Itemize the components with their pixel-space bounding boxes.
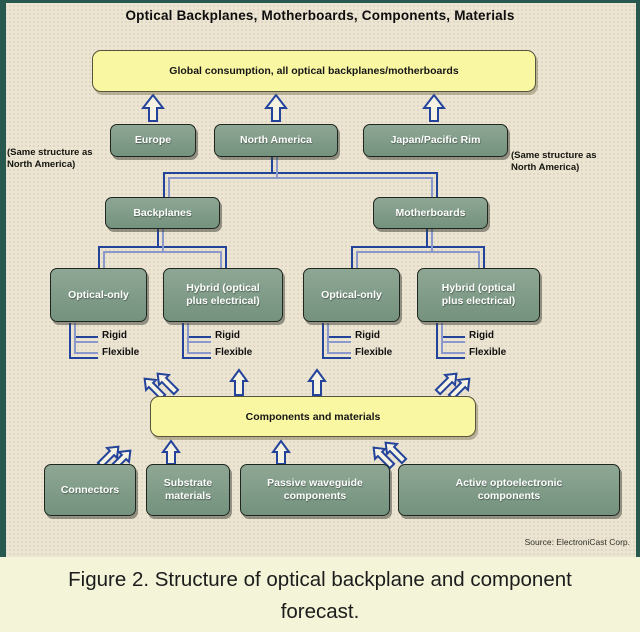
node-label-line: components bbox=[283, 490, 347, 502]
node-label-line: Passive waveguide bbox=[267, 477, 363, 490]
connector-lines-layer bbox=[69, 93, 485, 473]
node-label-line: Hybrid (optical bbox=[186, 282, 260, 295]
node-label: Optical-only bbox=[68, 288, 129, 301]
diagonal-arrow-icons bbox=[96, 372, 471, 473]
node-label-line: Hybrid (optical bbox=[441, 282, 516, 295]
note-left-same-structure: (Same structure as North America) bbox=[7, 147, 109, 172]
note-right-same-structure: (Same structure as North America) bbox=[511, 150, 635, 175]
node-label-line: plus electrical) bbox=[186, 295, 260, 307]
node-connectors: Connectors bbox=[44, 464, 136, 516]
label-flexible-2: Flexible bbox=[215, 347, 253, 358]
node-active-optoelectronic-components: Active optoelectronic components bbox=[398, 464, 620, 516]
label-flexible-4: Flexible bbox=[469, 347, 507, 358]
node-label: Components and materials bbox=[245, 410, 381, 423]
node-label: Optical-only bbox=[321, 288, 382, 301]
label-flexible-1: Flexible bbox=[102, 347, 140, 358]
label-rigid-1: Rigid bbox=[102, 330, 127, 341]
figure-caption: Figure 2. Structure of optical backplane… bbox=[0, 557, 640, 632]
node-label: Global consumption, all optical backplan… bbox=[169, 65, 459, 77]
node-label-line: materials bbox=[164, 490, 212, 502]
frame-right-stripe bbox=[636, 0, 640, 557]
node-hybrid-motherboards: Hybrid (optical plus electrical) bbox=[417, 268, 540, 322]
caption-line: Figure 2. Structure of optical backplane… bbox=[68, 568, 572, 591]
up-arrow-icons-top bbox=[140, 93, 447, 122]
diagram-title: Optical Backplanes, Motherboards, Compon… bbox=[125, 8, 515, 23]
caption-line: forecast. bbox=[280, 599, 360, 623]
label-rigid-3: Rigid bbox=[355, 330, 380, 341]
node-europe: Europe bbox=[110, 124, 196, 157]
node-label-line: Substrate bbox=[163, 477, 213, 490]
node-label-line: Active optoelectronic bbox=[455, 477, 563, 490]
node-label: Connectors bbox=[60, 483, 120, 496]
node-hybrid-backplanes: Hybrid (optical plus electrical) bbox=[163, 268, 283, 322]
node-label: Motherboards bbox=[395, 206, 466, 219]
node-label: Japan/Pacific Rim bbox=[390, 134, 481, 147]
note-line: (Same structure as bbox=[7, 147, 93, 158]
up-arrow-icons-middle bbox=[229, 368, 327, 396]
node-label: North America bbox=[240, 134, 312, 147]
node-optical-only-backplanes: Optical-only bbox=[50, 268, 147, 322]
note-line: North America) bbox=[511, 162, 580, 174]
label-flexible-3: Flexible bbox=[355, 347, 393, 358]
node-backplanes: Backplanes bbox=[105, 197, 220, 229]
node-motherboards: Motherboards bbox=[373, 197, 488, 229]
node-components-materials: Components and materials bbox=[150, 396, 476, 437]
frame-left-stripe bbox=[0, 0, 6, 557]
node-label-line: plus electrical) bbox=[441, 295, 516, 307]
node-label: Backplanes bbox=[133, 206, 192, 219]
source-credit: Source: ElectroniCast Corp. bbox=[524, 537, 630, 547]
frame-top-stripe bbox=[0, 0, 640, 3]
connector-lines-light bbox=[74, 157, 480, 354]
node-global-consumption: Global consumption, all optical backplan… bbox=[92, 50, 536, 92]
node-label: Europe bbox=[134, 134, 172, 147]
node-north-america: North America bbox=[214, 124, 338, 157]
node-substrate-materials: Substrate materials bbox=[146, 464, 230, 516]
up-arrow-icons-bottom bbox=[161, 439, 291, 465]
note-line: North America) bbox=[7, 159, 76, 171]
label-rigid-2: Rigid bbox=[215, 330, 240, 341]
node-passive-waveguide-components: Passive waveguide components bbox=[240, 464, 390, 516]
connector-lines-dark bbox=[69, 157, 485, 359]
node-label-line: components bbox=[477, 490, 541, 502]
node-optical-only-motherboards: Optical-only bbox=[303, 268, 400, 322]
label-rigid-4: Rigid bbox=[469, 330, 494, 341]
node-japan-pacific-rim: Japan/Pacific Rim bbox=[363, 124, 508, 157]
note-line: (Same structure as bbox=[511, 150, 597, 161]
diagram-background: Optical Backplanes, Motherboards, Compon… bbox=[0, 0, 640, 557]
